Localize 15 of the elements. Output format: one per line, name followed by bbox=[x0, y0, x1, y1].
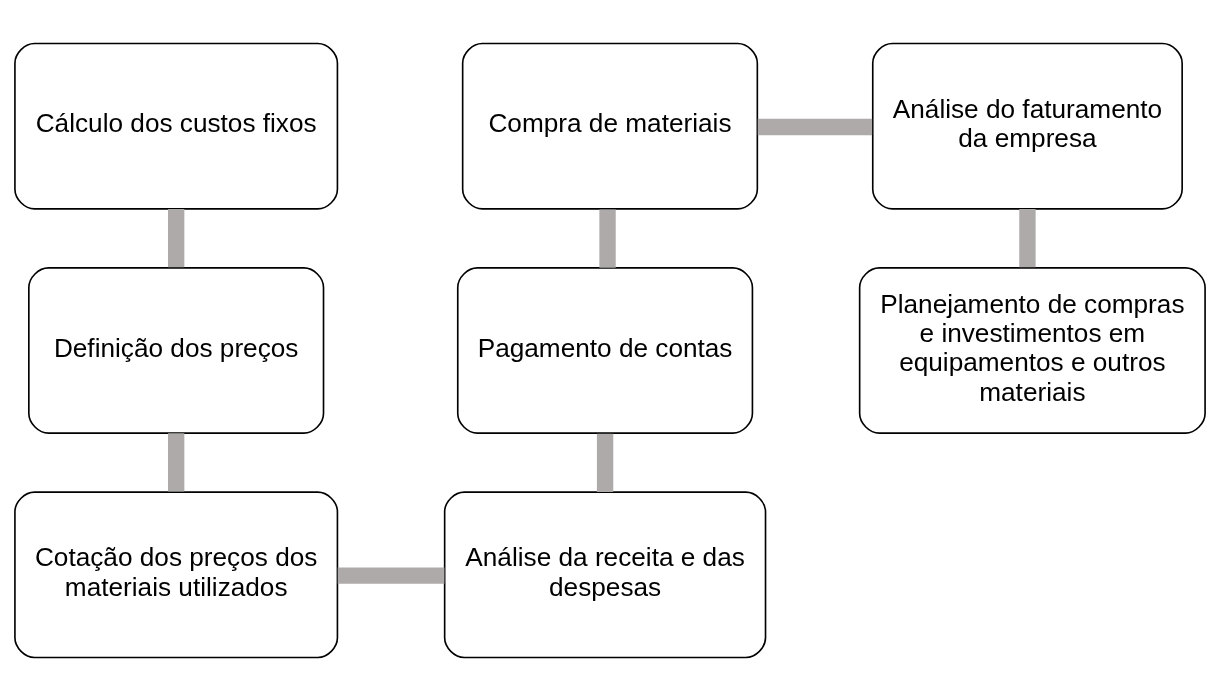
connector bbox=[757, 118, 873, 135]
node-box: Definição dos preços bbox=[28, 266, 325, 434]
node-box: Cotação dos preços dos materiais utilizados bbox=[14, 490, 339, 658]
node-box: Análise da receita e das despesas bbox=[443, 490, 767, 658]
connector bbox=[168, 208, 185, 267]
connector bbox=[168, 432, 185, 491]
connector bbox=[599, 209, 616, 268]
node-box: Planejamento de compras e investimentos em equipamentos e outros materiais bbox=[858, 266, 1206, 434]
node-box: Compra de materiais bbox=[461, 42, 759, 210]
connector bbox=[1019, 208, 1036, 267]
connector bbox=[337, 566, 445, 584]
node-box: Pagamento de contas bbox=[456, 266, 754, 434]
node-box: Cálculo dos custos fixos bbox=[14, 42, 339, 210]
connector bbox=[596, 433, 614, 492]
node-box: Análise do faturamento da empresa bbox=[871, 42, 1183, 210]
